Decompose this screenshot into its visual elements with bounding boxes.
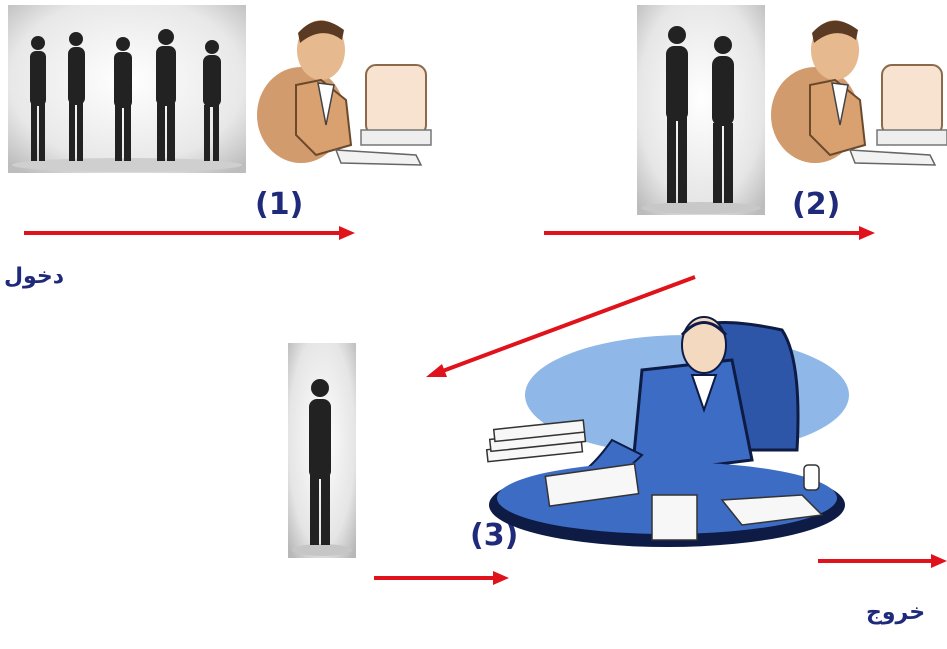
arrow-step-2 xyxy=(544,226,875,240)
arrow-step-3 xyxy=(374,571,509,585)
arrow-exit xyxy=(818,554,947,568)
arrow-step-1 xyxy=(24,226,355,240)
exit-label: خروج xyxy=(866,600,925,625)
queue-single-person-image xyxy=(288,343,356,558)
manager-at-desk-image xyxy=(482,300,852,550)
entry-label: دخول xyxy=(4,264,64,289)
